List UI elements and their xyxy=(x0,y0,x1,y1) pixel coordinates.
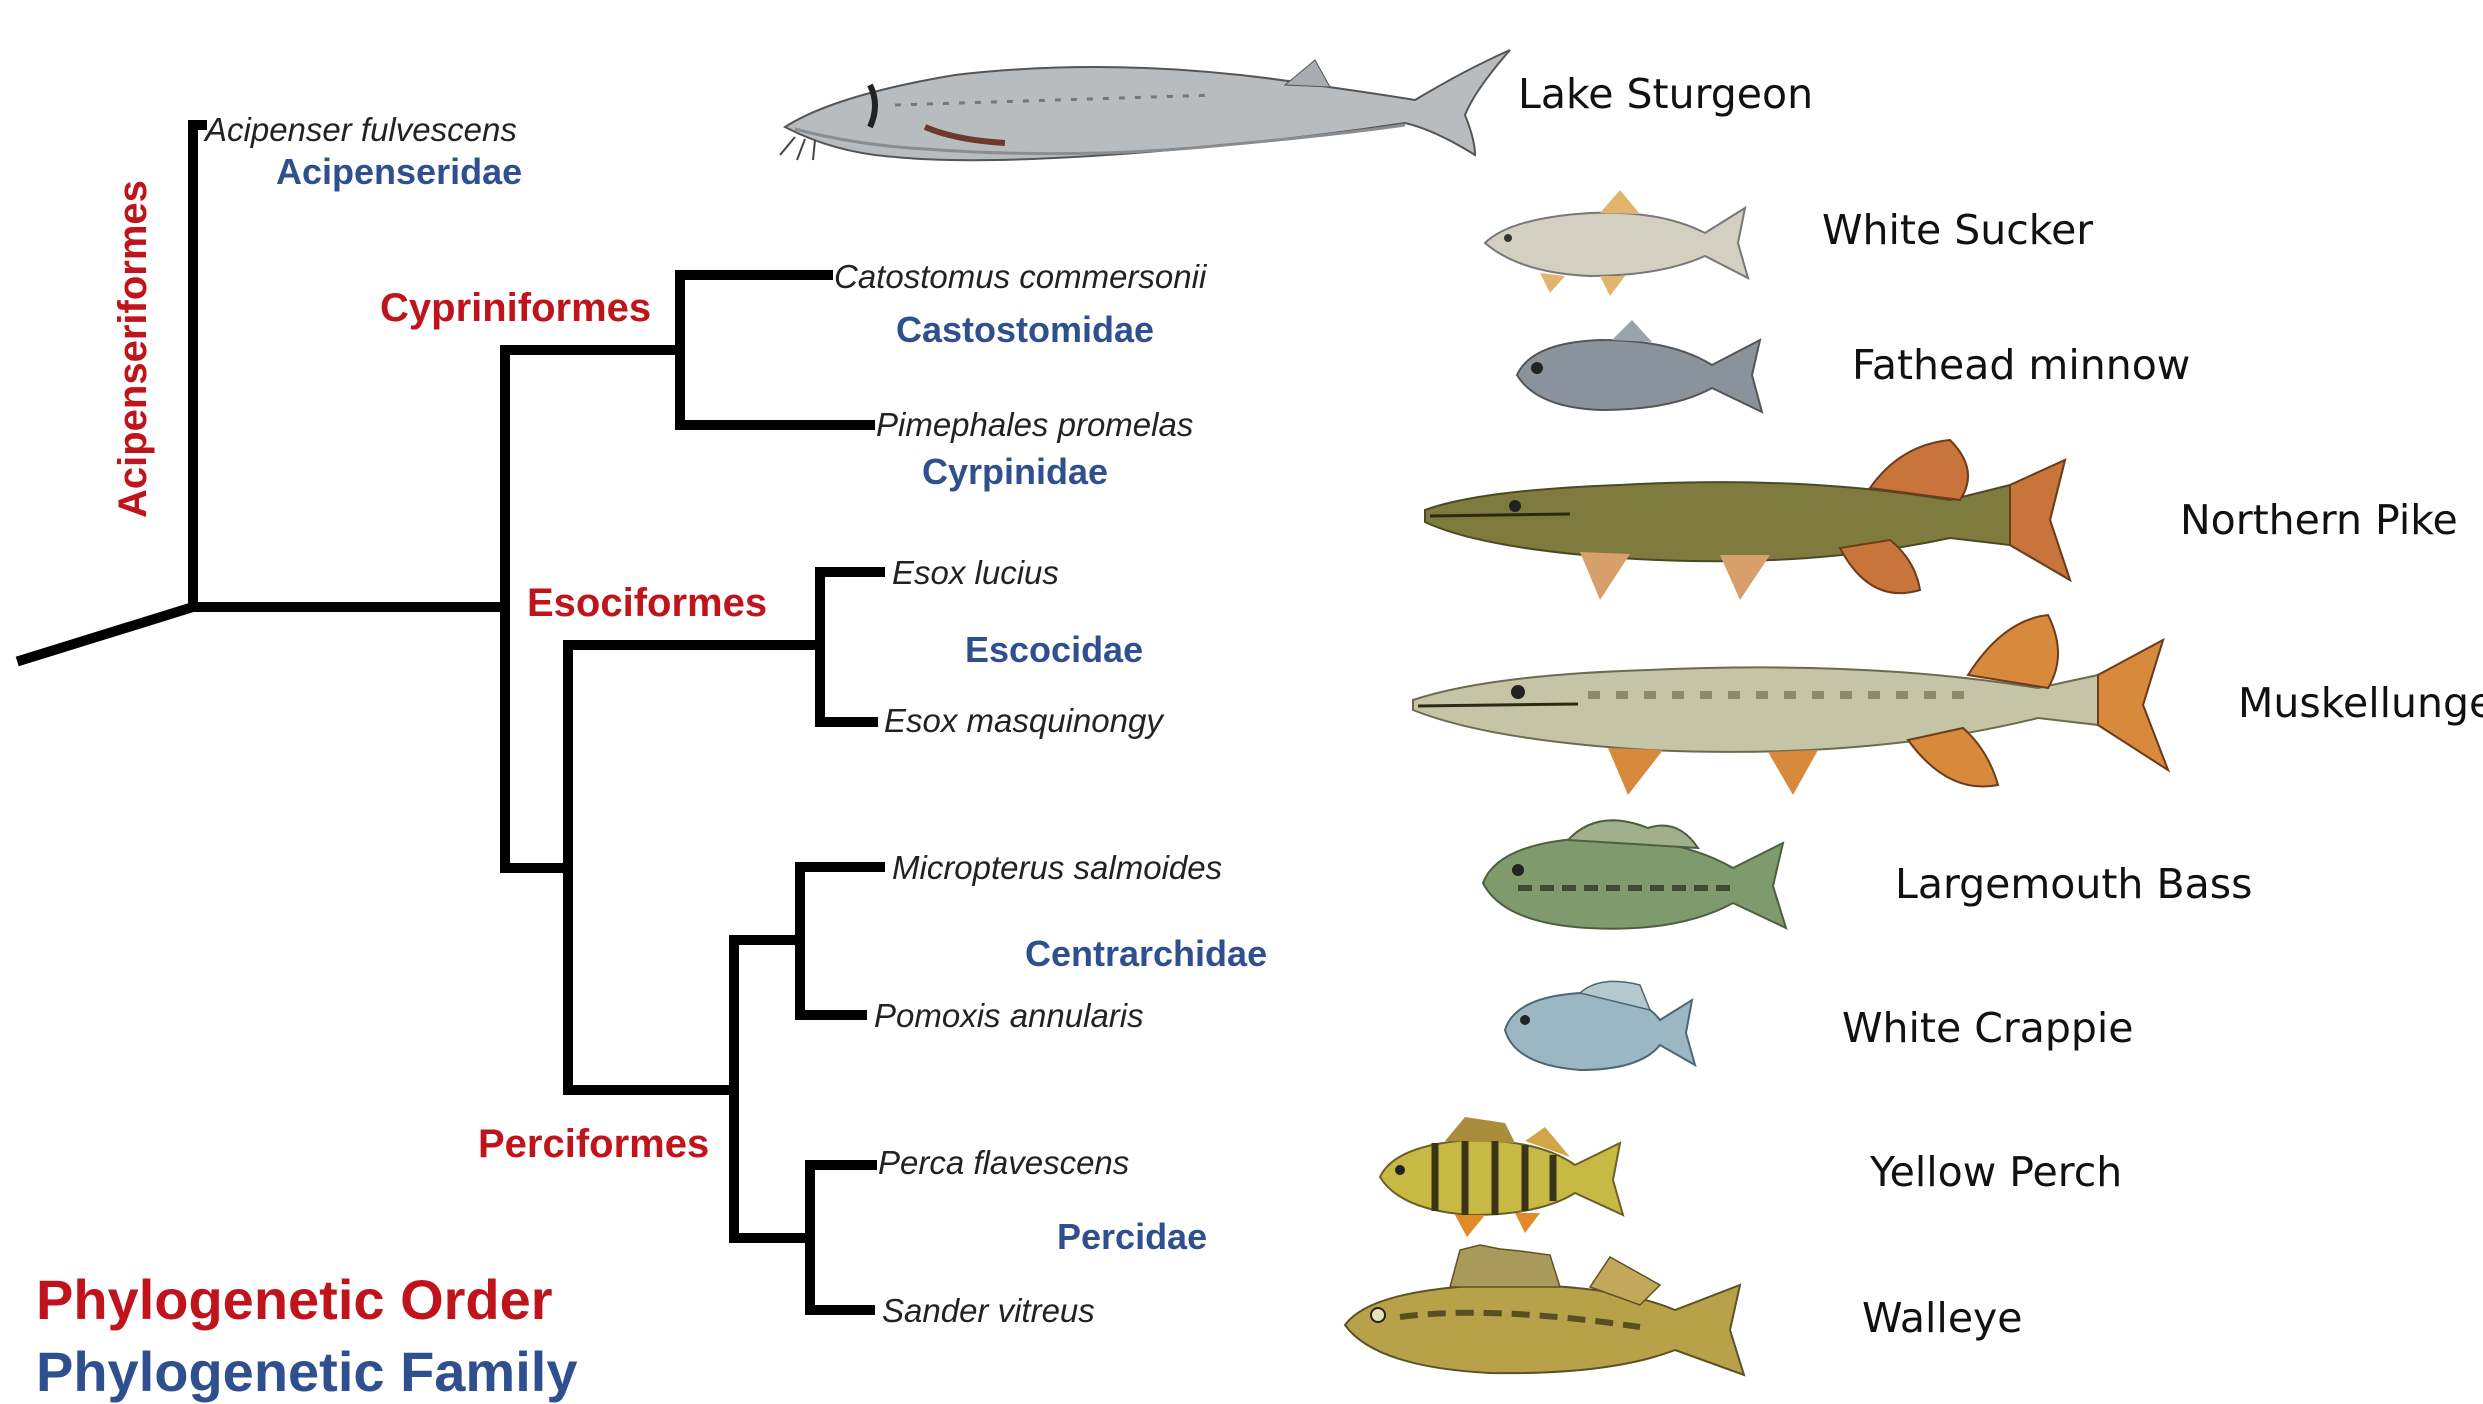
family-label-cyrpinidae: Cyrpinidae xyxy=(922,454,1108,490)
walleye-illustration xyxy=(1340,1245,1750,1395)
fathead-minnow-illustration xyxy=(1512,320,1772,430)
family-label-castostomidae: Castostomidae xyxy=(896,312,1154,348)
common-name-lake-sturgeon: Lake Sturgeon xyxy=(1518,74,1813,115)
order-label-esociformes: Esociformes xyxy=(527,583,767,623)
species-label-sander: Sander vitreus xyxy=(882,1294,1095,1327)
family-label-centrarchidae: Centrarchidae xyxy=(1025,936,1267,972)
largemouth-bass-illustration xyxy=(1478,808,1798,958)
root-branch xyxy=(22,607,193,660)
species-label-micropterus: Micropterus salmoides xyxy=(892,851,1222,884)
common-name-walleye: Walleye xyxy=(1862,1298,2023,1339)
common-name-white-sucker: White Sucker xyxy=(1822,210,2093,251)
legend-order-label: Phylogenetic Order xyxy=(36,1272,553,1328)
order-label-perciformes: Perciformes xyxy=(478,1124,709,1164)
species-label-acipenser: Acipenser fulvescens xyxy=(205,113,517,146)
common-name-fathead-minnow: Fathead minnow xyxy=(1852,345,2190,386)
common-name-northern-pike: Northern Pike xyxy=(2180,500,2458,541)
order-label-cypriniformes: Cypriniformes xyxy=(380,288,651,328)
acipenseriformes-branch xyxy=(193,125,202,607)
common-name-yellow-perch: Yellow Perch xyxy=(1870,1152,2122,1193)
white-crappie-illustration xyxy=(1500,975,1700,1085)
northern-pike-illustration xyxy=(1420,430,2120,610)
legend-family-label: Phylogenetic Family xyxy=(36,1344,578,1400)
species-label-perca: Perca flavescens xyxy=(878,1146,1129,1179)
muskellunge-illustration xyxy=(1408,600,2218,800)
common-name-white-crappie: White Crappie xyxy=(1842,1008,2134,1049)
family-label-acipenseridae: Acipenseridae xyxy=(276,154,522,190)
yellow-perch-illustration xyxy=(1375,1115,1625,1240)
white-sucker-illustration xyxy=(1480,188,1760,298)
family-label-percidae: Percidae xyxy=(1057,1219,1207,1255)
common-name-largemouth-bass: Largemouth Bass xyxy=(1895,864,2252,905)
species-label-pimephales: Pimephales promelas xyxy=(876,408,1193,441)
family-label-escocidae: Escocidae xyxy=(965,632,1143,668)
species-label-esox-lucius: Esox lucius xyxy=(892,556,1059,589)
species-label-esox-masquinongy: Esox masquinongy xyxy=(884,704,1163,737)
order-label-acipenseriformes: Acipenseriformes xyxy=(113,180,153,518)
common-name-muskellunge: Muskellunge xyxy=(2238,683,2483,724)
species-label-catostomus: Catostomus commersonii xyxy=(834,260,1206,293)
lake-sturgeon-illustration xyxy=(775,45,1515,175)
species-label-pomoxis: Pomoxis annularis xyxy=(874,999,1144,1032)
